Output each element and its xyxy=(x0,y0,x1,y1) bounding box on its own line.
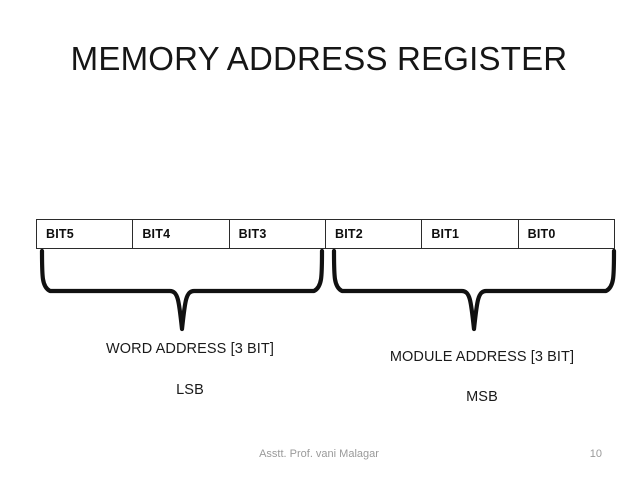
footer-page-number: 10 xyxy=(589,448,602,460)
label-word-address: WORD ADDRESS [3 BIT] xyxy=(106,341,274,357)
label-msb: MSB xyxy=(466,389,498,405)
bit-cell-0: BIT0 xyxy=(519,220,614,248)
bit-cell-1: BIT1 xyxy=(422,220,519,248)
bit-cell-label: BIT3 xyxy=(238,227,267,241)
bit-cell-label: BIT0 xyxy=(527,227,556,241)
bit-cell-2: BIT2 xyxy=(326,220,423,248)
curly-brace-module-address-icon xyxy=(331,248,617,332)
footer-author: Asstt. Prof. vani Malagar xyxy=(259,448,379,460)
bit-cell-label: BIT2 xyxy=(334,227,363,241)
label-module-address: MODULE ADDRESS [3 BIT] xyxy=(389,349,575,365)
bit-cell-5: BIT5 xyxy=(37,220,134,248)
bit-register-table: BIT5 BIT4 BIT3 BIT2 BIT1 BIT0 xyxy=(36,219,615,249)
bit-cell-4: BIT4 xyxy=(133,220,230,248)
label-lsb: LSB xyxy=(176,382,204,398)
page-title: MEMORY ADDRESS REGISTER xyxy=(70,40,568,77)
bit-cell-label: BIT4 xyxy=(142,227,171,241)
bit-cell-label: BIT1 xyxy=(431,227,460,241)
bit-cell-label: BIT5 xyxy=(46,227,74,241)
bit-cell-3: BIT3 xyxy=(230,220,326,248)
curly-brace-word-address-icon xyxy=(39,248,325,332)
